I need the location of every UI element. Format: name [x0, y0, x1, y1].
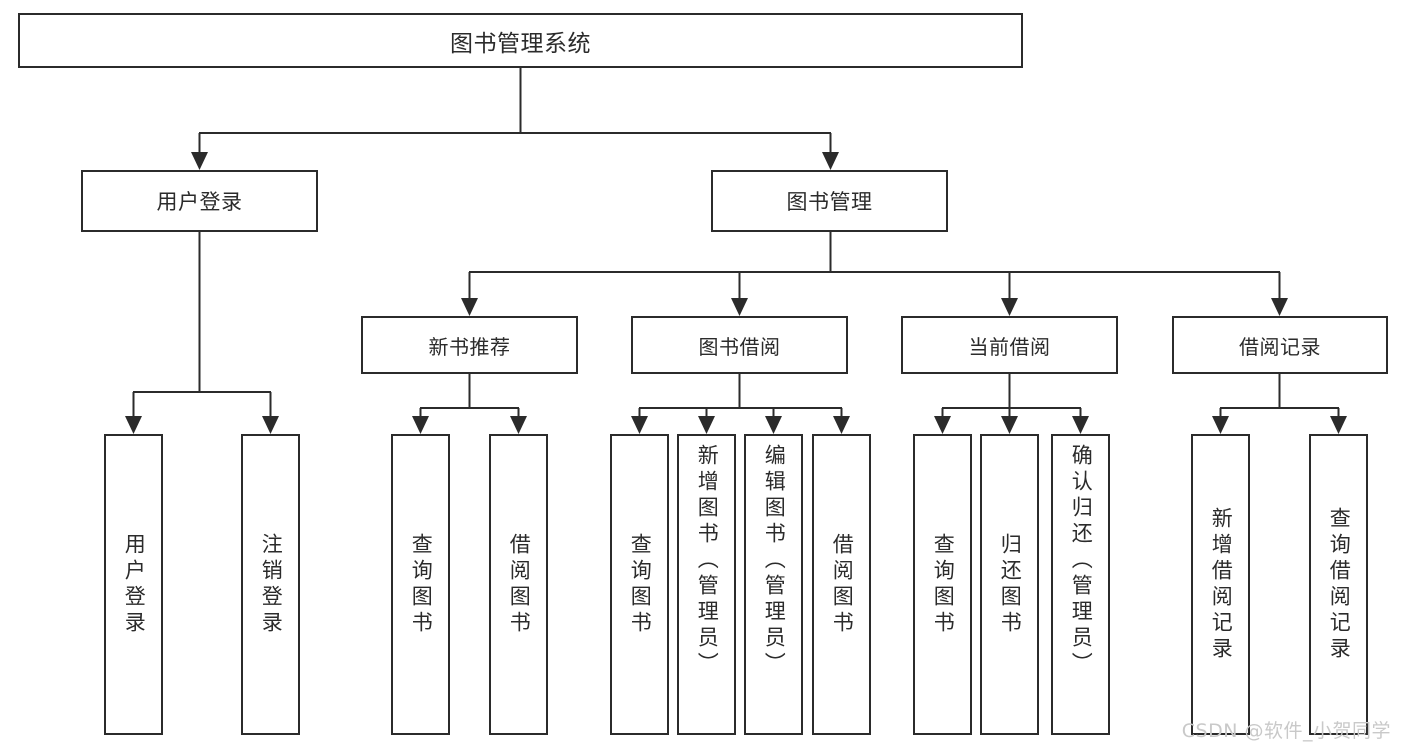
arrowhead-new-book-rec	[461, 298, 478, 316]
arrowhead-leaf-record-query	[1330, 416, 1347, 434]
node-root-label: 图书管理系统	[450, 30, 591, 57]
node-leaf-record-query[interactable]: 查询借阅记录	[1309, 434, 1368, 735]
node-book-admin-label: 图书管理	[786, 190, 873, 214]
node-leaf-current-confirm-label: 确认归还（管理员）	[1069, 444, 1094, 678]
arrowhead-leaf-rec-borrow	[510, 416, 527, 434]
node-book-admin[interactable]: 图书管理	[711, 170, 948, 232]
arrowhead-leaf-record-add	[1212, 416, 1229, 434]
arrowhead-borrow-record	[1271, 298, 1288, 316]
node-leaf-borrow-lend-label: 借阅图书	[830, 532, 855, 637]
node-leaf-current-return-label: 归还图书	[998, 532, 1023, 637]
watermark: CSDN @软件_小贺同学	[1181, 720, 1391, 742]
node-new-book-rec-label: 新书推荐	[428, 334, 511, 359]
node-leaf-current-query-label: 查询图书	[931, 532, 956, 637]
node-leaf-borrow-query[interactable]: 查询图书	[610, 434, 669, 735]
arrowhead-leaf-rec-query	[412, 416, 429, 434]
node-leaf-current-query[interactable]: 查询图书	[913, 434, 972, 735]
arrowhead-current-borrow	[1001, 298, 1018, 316]
node-leaf-current-return[interactable]: 归还图书	[980, 434, 1039, 735]
node-leaf-borrow-add[interactable]: 新增图书（管理员）	[677, 434, 736, 735]
node-leaf-rec-query-label: 查询图书	[409, 532, 434, 637]
node-book-borrow-label: 图书借阅	[698, 334, 781, 359]
arrowhead-leaf-borrow-add	[698, 416, 715, 434]
arrowhead-leaf-current-query	[934, 416, 951, 434]
node-leaf-rec-query[interactable]: 查询图书	[391, 434, 450, 735]
node-leaf-borrow-edit-label: 编辑图书（管理员）	[762, 444, 787, 678]
arrowhead-leaf-user-login	[125, 416, 142, 434]
node-leaf-borrow-lend[interactable]: 借阅图书	[812, 434, 871, 735]
node-leaf-record-add[interactable]: 新增借阅记录	[1191, 434, 1250, 735]
arrowhead-leaf-borrow-lend	[833, 416, 850, 434]
node-leaf-user-login-label: 用户登录	[122, 532, 147, 637]
arrowhead-leaf-user-logout	[262, 416, 279, 434]
arrowhead-leaf-borrow-query	[631, 416, 648, 434]
node-book-borrow[interactable]: 图书借阅	[631, 316, 848, 374]
arrowhead-leaf-current-return	[1001, 416, 1018, 434]
node-user-login-label: 用户登录	[156, 190, 243, 214]
node-leaf-user-logout-label: 注销登录	[259, 532, 284, 637]
arrowhead-user-login	[191, 152, 208, 170]
node-borrow-record-label: 借阅记录	[1239, 334, 1321, 359]
arrowhead-leaf-current-confirm	[1072, 416, 1089, 434]
node-leaf-borrow-query-label: 查询图书	[628, 532, 653, 637]
arrowhead-leaf-borrow-edit	[765, 416, 782, 434]
node-leaf-record-add-label: 新增借阅记录	[1209, 506, 1234, 663]
node-new-book-rec[interactable]: 新书推荐	[361, 316, 578, 374]
node-root[interactable]: 图书管理系统	[18, 13, 1023, 68]
node-leaf-user-logout[interactable]: 注销登录	[241, 434, 300, 735]
arrowhead-book-admin	[822, 152, 839, 170]
node-borrow-record[interactable]: 借阅记录	[1172, 316, 1388, 374]
node-leaf-user-login[interactable]: 用户登录	[104, 434, 163, 735]
node-leaf-rec-borrow[interactable]: 借阅图书	[489, 434, 548, 735]
node-leaf-rec-borrow-label: 借阅图书	[507, 532, 532, 637]
node-leaf-borrow-edit[interactable]: 编辑图书（管理员）	[744, 434, 803, 735]
node-current-borrow-label: 当前借阅	[968, 334, 1051, 359]
node-user-login[interactable]: 用户登录	[81, 170, 318, 232]
arrowhead-book-borrow	[731, 298, 748, 316]
node-current-borrow[interactable]: 当前借阅	[901, 316, 1118, 374]
node-leaf-record-query-label: 查询借阅记录	[1327, 506, 1352, 663]
node-leaf-current-confirm[interactable]: 确认归还（管理员）	[1051, 434, 1110, 735]
node-leaf-borrow-add-label: 新增图书（管理员）	[695, 444, 720, 678]
